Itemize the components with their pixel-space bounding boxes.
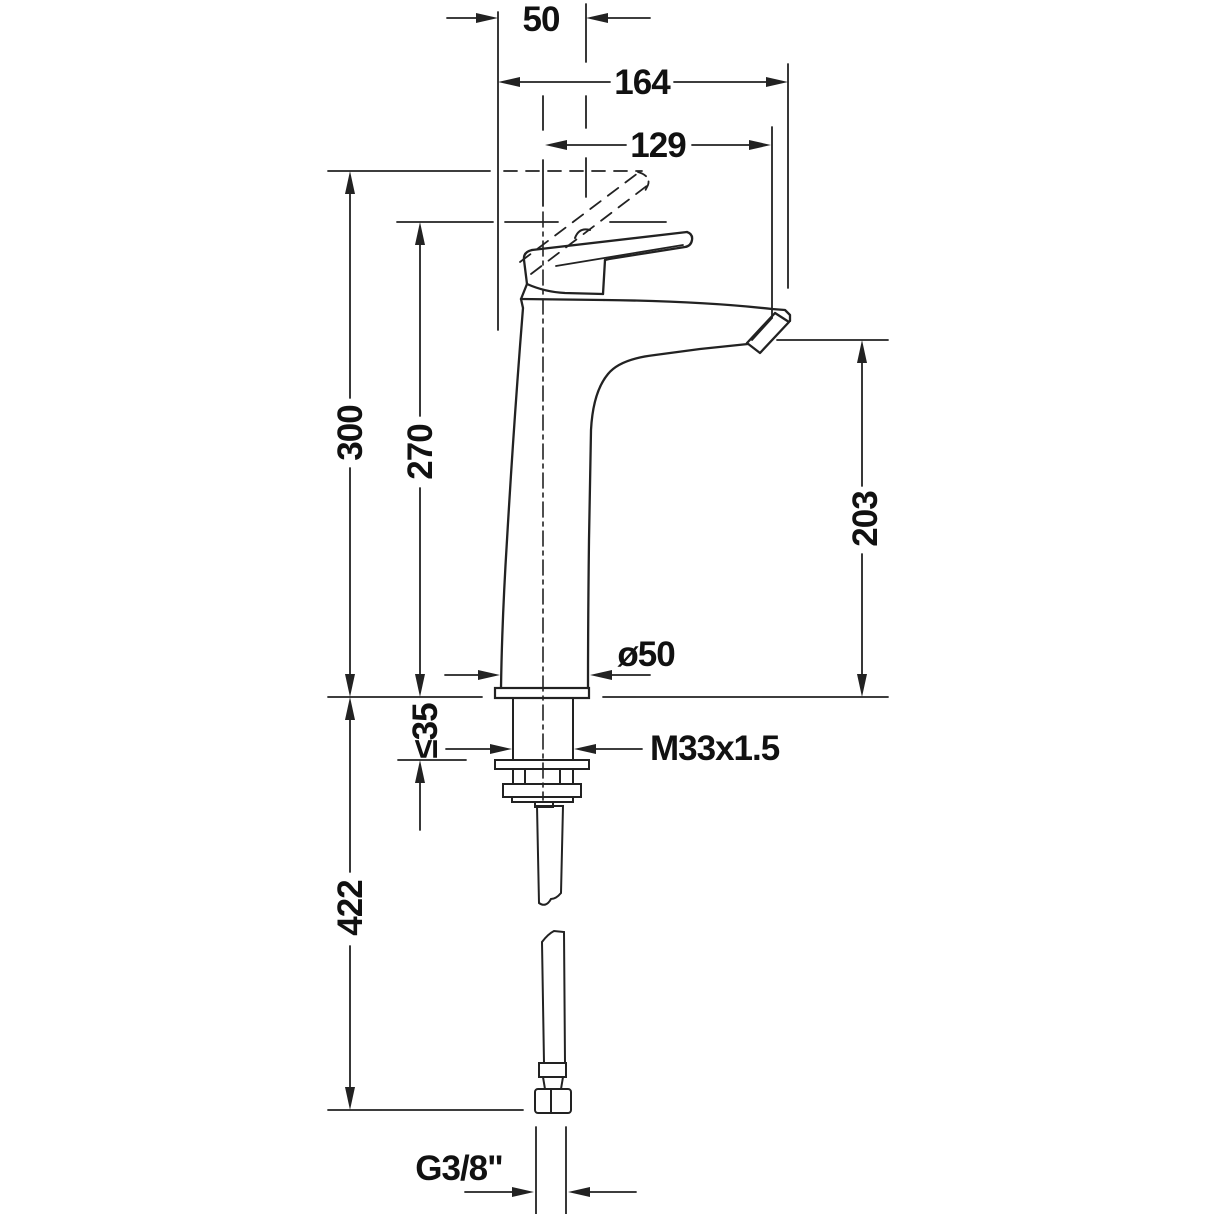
- dimension-422: 422: [331, 697, 370, 1110]
- dim-label-base-diameter: ø50: [617, 635, 675, 674]
- seal-washer: [494, 759, 590, 770]
- dim-label-203: 203: [846, 491, 885, 547]
- dim-label-164: 164: [614, 63, 671, 102]
- dim-label-422: 422: [331, 880, 370, 936]
- dim-label-270: 270: [401, 424, 440, 480]
- spout-underside: [586, 342, 750, 690]
- lever-handle: [530, 228, 694, 267]
- hose-ferrule: [538, 1062, 567, 1078]
- lever-handle-raised-dashed: [519, 171, 650, 275]
- supply-hose-lower-segment: [540, 929, 567, 1064]
- dim-label-50: 50: [523, 0, 560, 39]
- spout-aerator: [745, 311, 791, 355]
- dimension-thread: M33x1.5: [445, 729, 781, 768]
- handle-cap-right: [601, 258, 607, 296]
- body-top-joint: [519, 297, 606, 302]
- dim-label-deck-thickness: ≤35: [406, 703, 445, 759]
- dim-label-300: 300: [331, 405, 370, 461]
- handle-cap-bottom: [525, 282, 605, 296]
- dimension-164: 164: [498, 63, 788, 102]
- dim-label-129: 129: [630, 126, 686, 165]
- under-counter-assembly: [493, 686, 591, 808]
- dim-label-thread-size: M33x1.5: [650, 729, 780, 768]
- dim-label-connection-size: G3/8": [415, 1149, 502, 1188]
- hose-connection-nut: [534, 1088, 572, 1114]
- spout-aerator-inner-line: [751, 317, 773, 341]
- supply-hose: [534, 805, 572, 1114]
- supply-hose-upper-segment: [535, 805, 565, 906]
- dimension-203: 203: [846, 340, 885, 697]
- base-flange: [493, 686, 591, 700]
- dimension-base-diameter: ø50: [444, 635, 676, 680]
- mounting-nut: [502, 783, 582, 798]
- extension-lines: [327, 3, 889, 1214]
- dimension-50: 50: [446, 0, 651, 39]
- faucet-outline: [499, 171, 792, 801]
- hose-collar: [541, 1076, 565, 1090]
- dimension-hose-connection: G3/8": [415, 1149, 637, 1197]
- dimension-300: 300: [331, 171, 370, 697]
- dimension-270: 270: [401, 222, 440, 697]
- dimension-129: 129: [545, 126, 771, 165]
- handle-cap-step: [519, 282, 529, 301]
- spout-top-edge: [602, 298, 792, 323]
- body-left-edge: [499, 297, 525, 690]
- dimension-max-deck-35: ≤35: [406, 703, 445, 831]
